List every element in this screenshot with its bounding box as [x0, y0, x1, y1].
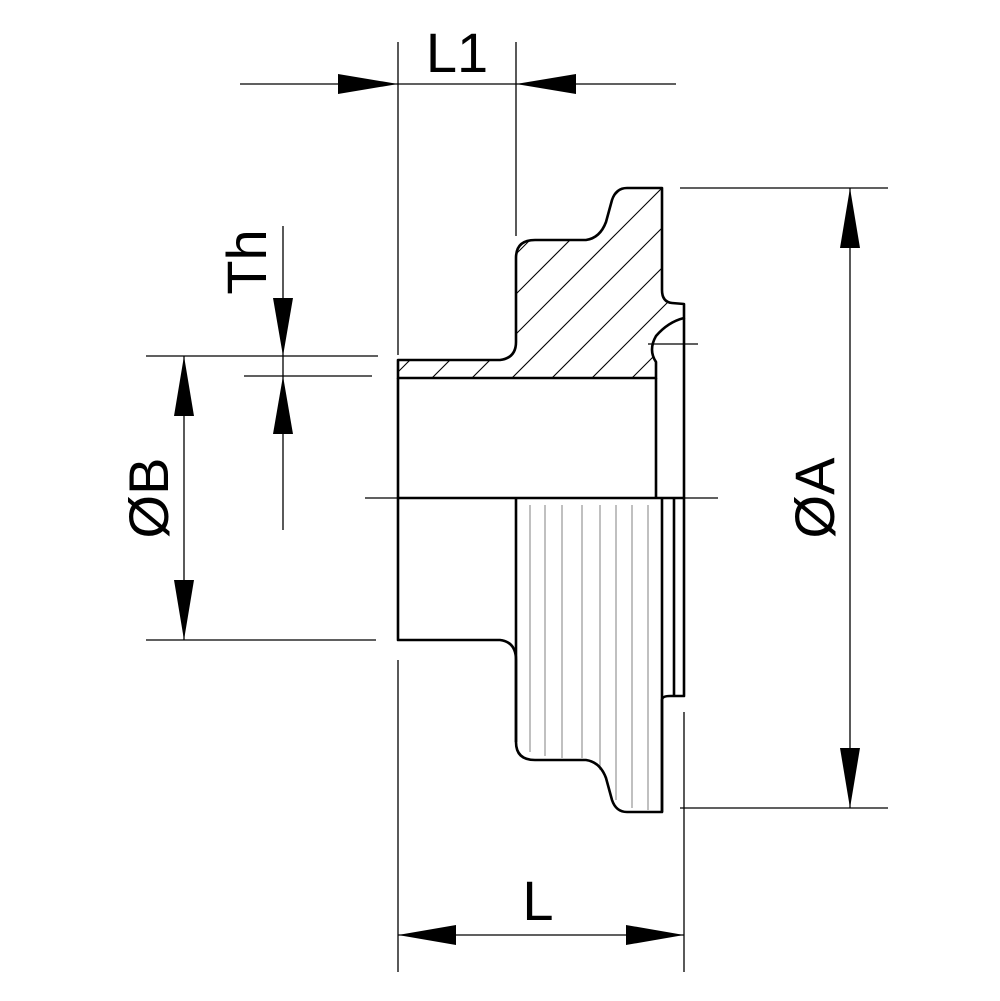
- upper-section: [396, 186, 698, 498]
- dimension-a: ØA: [680, 187, 888, 809]
- lower-view: [396, 496, 686, 814]
- dimension-th: Th: [146, 226, 378, 530]
- exterior-outline: [396, 496, 686, 814]
- label-l1: L1: [426, 21, 488, 84]
- label-th: Th: [215, 229, 278, 294]
- bore-outline: [396, 318, 686, 498]
- section-outline: [396, 186, 686, 380]
- label-diameter-a: ØA: [783, 457, 846, 539]
- label-l: L: [522, 869, 553, 932]
- section-hatching: [398, 188, 684, 378]
- dimension-b: ØB: [117, 356, 376, 641]
- cylinder-shading: [529, 505, 649, 810]
- label-diameter-b: ØB: [117, 458, 180, 539]
- dimension-l1: L1: [240, 21, 676, 355]
- dimension-l: L: [397, 660, 685, 972]
